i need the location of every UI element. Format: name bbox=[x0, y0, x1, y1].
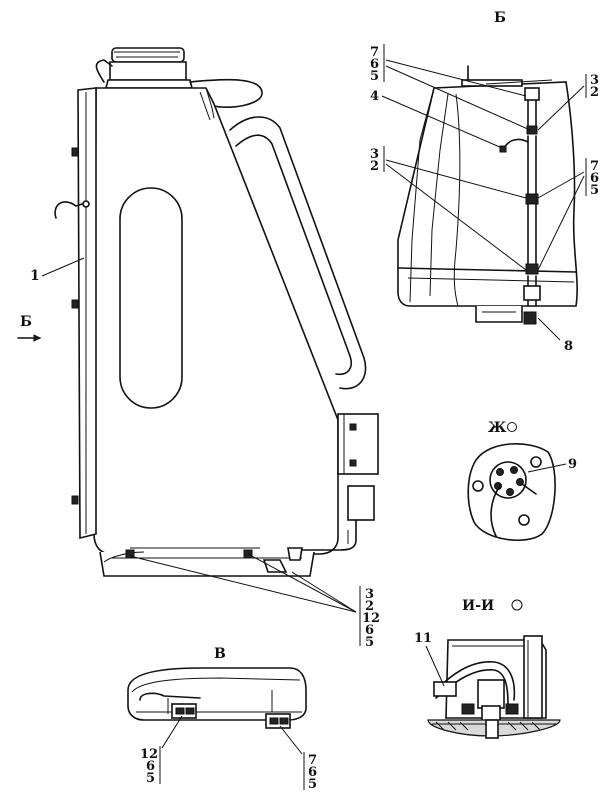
vii-label-11: 11 bbox=[414, 631, 432, 646]
view-zh-title: Ж bbox=[488, 420, 507, 436]
side-fitting bbox=[54, 201, 83, 219]
main-stack-3: 12 bbox=[362, 611, 380, 626]
oval-recess bbox=[119, 187, 183, 409]
vv-right-5: 5 bbox=[308, 777, 317, 792]
view-b: Б 7 6 5 bbox=[370, 10, 599, 354]
vb-left1-5: 5 bbox=[370, 69, 379, 84]
vb-right1-3: 3 bbox=[590, 73, 599, 88]
vb-left1-7: 7 bbox=[370, 45, 379, 60]
main-stack-1: 3 bbox=[365, 587, 374, 602]
vb-label-4: 4 bbox=[370, 89, 379, 104]
main-stack-5: 5 bbox=[365, 635, 374, 650]
view-arrow-label: Б bbox=[20, 314, 32, 330]
vb-right2-6: 6 bbox=[590, 171, 599, 186]
filler-cap-top bbox=[111, 47, 185, 63]
junction-box bbox=[337, 413, 379, 475]
vent-hose bbox=[95, 59, 113, 83]
main-stack-4: 6 bbox=[365, 623, 374, 638]
vv-right-6: 6 bbox=[308, 765, 317, 780]
vb-left2-3: 3 bbox=[370, 147, 379, 162]
view-b-title: Б bbox=[494, 10, 506, 26]
main-tank-view: 1 Б 3 2 12 6 5 bbox=[17, 47, 380, 650]
vb-right1-2: 2 bbox=[590, 85, 599, 100]
view-zh: Ж 9 bbox=[467, 420, 577, 541]
tank-side-plate bbox=[77, 87, 97, 540]
vv-right-7: 7 bbox=[308, 753, 317, 768]
main-stack-2: 2 bbox=[365, 599, 374, 614]
vv-left-12: 12 bbox=[140, 747, 158, 762]
vzh-label-9: 9 bbox=[568, 457, 577, 472]
label-1: 1 bbox=[30, 268, 40, 284]
vb-right2-5: 5 bbox=[590, 183, 599, 198]
lower-box bbox=[347, 485, 375, 521]
vb-left2-2: 2 bbox=[370, 159, 379, 174]
section-ii-title: И-И bbox=[462, 598, 494, 614]
section-ii: И-И 11 bbox=[414, 598, 561, 739]
vv-left-5: 5 bbox=[146, 771, 155, 786]
view-v: В 12 6 5 7 6 5 bbox=[127, 646, 317, 792]
frame-handle-outer bbox=[229, 116, 367, 390]
bottom-pipe bbox=[299, 519, 357, 551]
vb-left1-6: 6 bbox=[370, 57, 379, 72]
view-b-bracket bbox=[475, 306, 523, 323]
view-b-tank bbox=[397, 81, 578, 307]
vv-left-6: 6 bbox=[146, 759, 155, 774]
vb-right2-7: 7 bbox=[590, 159, 599, 174]
view-v-title: В bbox=[214, 646, 226, 662]
vb-label-8: 8 bbox=[564, 339, 573, 354]
filler-cap-body bbox=[109, 61, 187, 81]
